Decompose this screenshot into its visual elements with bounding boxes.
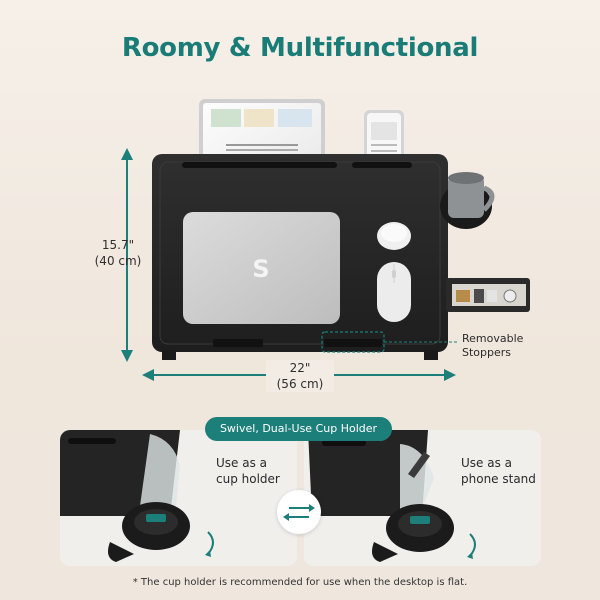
removable-stoppers-line1: Removable (462, 332, 524, 345)
cup-holder-illustration (60, 430, 214, 562)
mouse (377, 262, 411, 322)
footnote: * The cup holder is recommended for use … (132, 577, 468, 588)
height-in: 15.7" (101, 238, 135, 252)
caption-phone-stand-line2: phone stand (461, 472, 536, 486)
width-in: 22" (289, 361, 311, 375)
rotate-arrow-icon (467, 533, 476, 559)
caption-phone-stand: Use as a phone stand (461, 455, 536, 487)
swap-arrows-icon (283, 504, 315, 521)
panel-phone-stand (304, 430, 541, 566)
width-cm: (56 cm) (276, 377, 324, 391)
width-label: 22" (56 cm) (266, 360, 334, 392)
side-drawer (446, 278, 530, 312)
cup-holder-section-title: Swivel, Dual-Use Cup Holder (205, 417, 392, 441)
height-label: 15.7" (40 cm) (86, 237, 150, 269)
laptop: S (183, 212, 340, 324)
caption-phone-stand-line1: Use as a (461, 456, 513, 470)
removable-stoppers-line2: Stoppers (462, 346, 512, 359)
cup-holder-with-mug (440, 172, 495, 229)
earbuds-case (377, 222, 411, 250)
phone-stand-illustration (308, 430, 476, 562)
panel-cup-holder (60, 430, 297, 566)
caption-cup-holder-line2: cup holder (216, 472, 280, 486)
height-cm: (40 cm) (94, 254, 142, 268)
svg-text:S: S (252, 255, 269, 283)
caption-cup-holder-line1: Use as a (216, 456, 268, 470)
swap-toggle (277, 490, 321, 534)
headline: Roomy & Multifunctional (121, 33, 479, 63)
rotate-arrow-icon (205, 531, 214, 557)
caption-cup-holder: Use as a cup holder (216, 455, 280, 487)
height-dimension-line (121, 148, 133, 362)
removable-stoppers-label: Removable Stoppers (462, 332, 523, 360)
